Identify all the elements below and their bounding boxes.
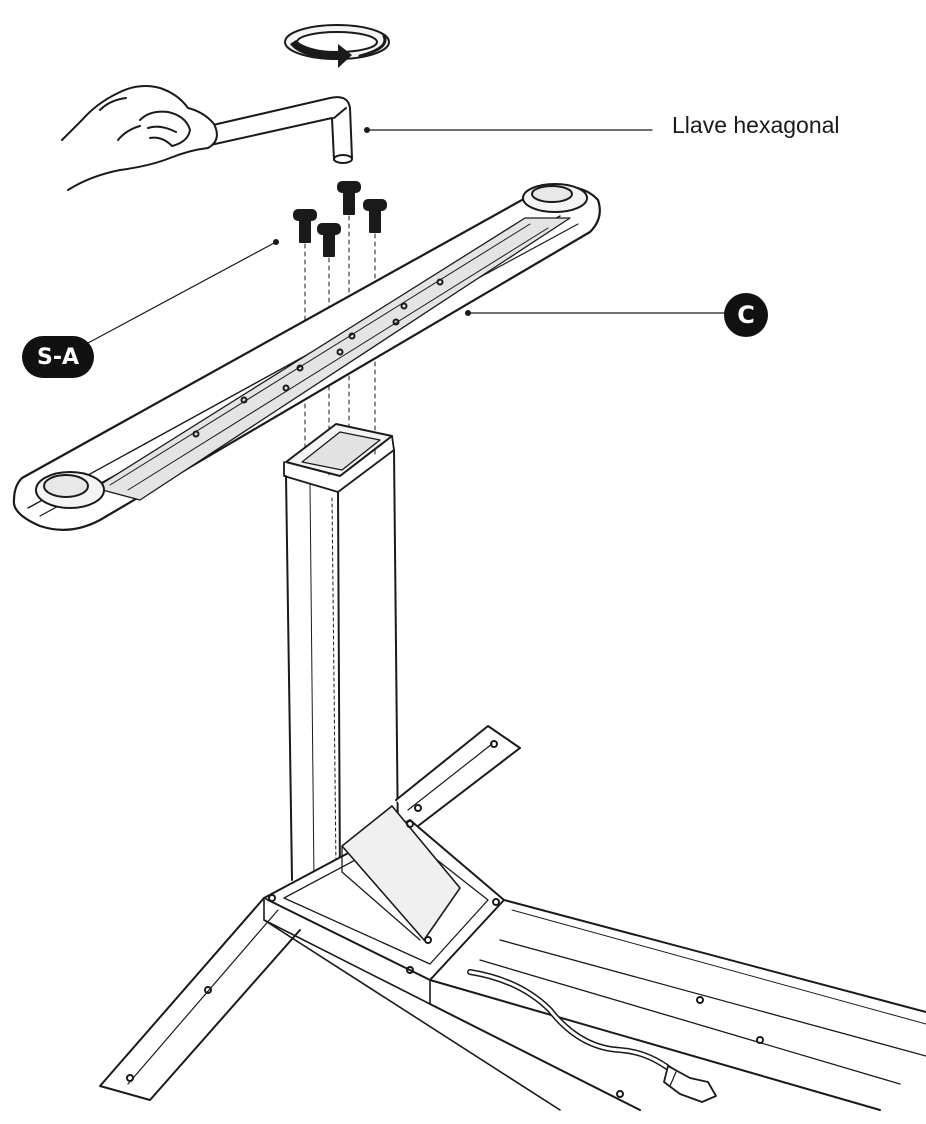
screw-badge: S-A xyxy=(22,336,94,378)
lifting-column xyxy=(283,423,399,889)
hex-key-label: Llave hexagonal xyxy=(672,112,840,138)
screws-s-a xyxy=(293,181,387,257)
screw-leader-line xyxy=(87,241,277,344)
rotation-arrow-icon xyxy=(284,24,390,68)
base-frame xyxy=(99,725,926,1111)
part-badge: C xyxy=(724,293,768,337)
top-bracket-c xyxy=(12,183,601,531)
hand-with-hex-key xyxy=(61,85,353,191)
